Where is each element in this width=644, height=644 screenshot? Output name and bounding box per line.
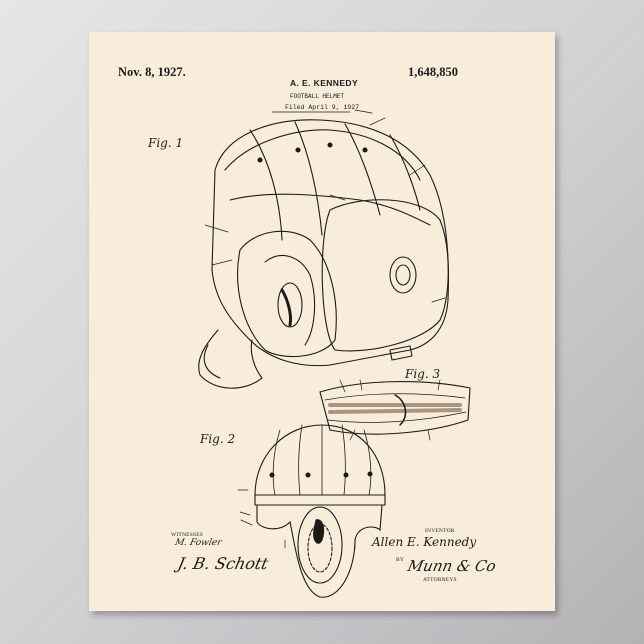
fig-1-helmet bbox=[199, 118, 449, 388]
fig-2-helmet bbox=[238, 425, 385, 597]
